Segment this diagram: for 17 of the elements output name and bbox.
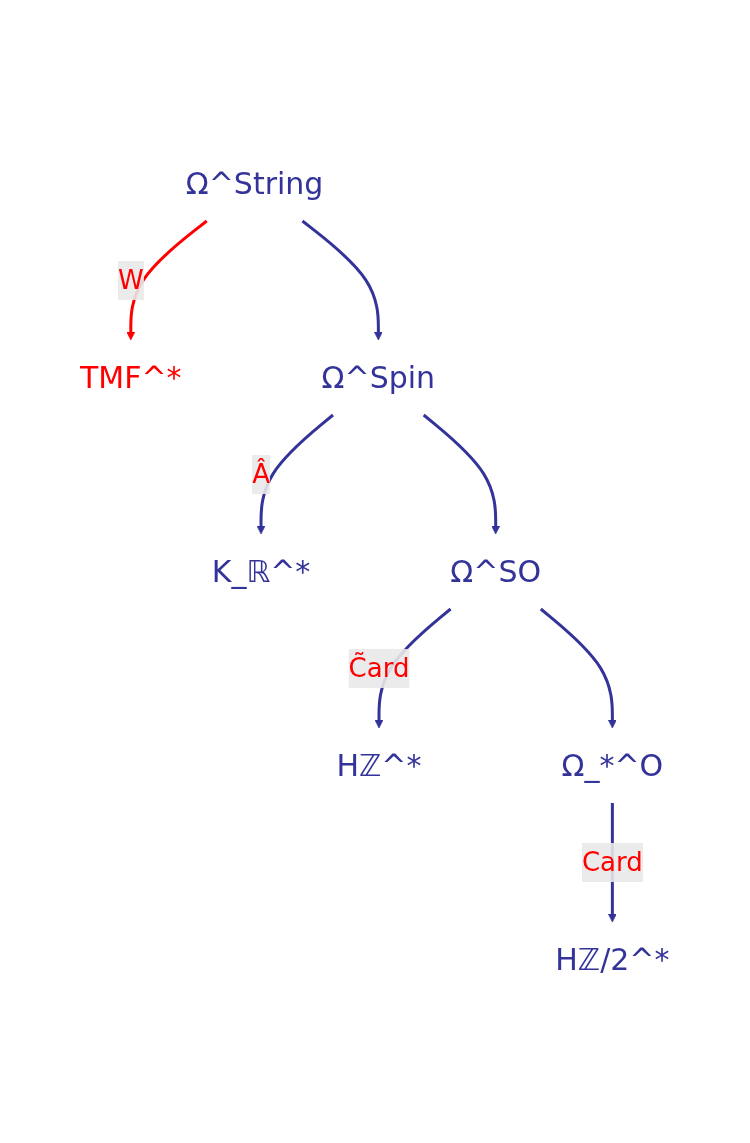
node-text: K_ℝ^* (212, 554, 311, 589)
node-text: Ω^SO (450, 554, 542, 589)
arrow (540, 607, 617, 729)
node-text: Ω^Spin (321, 360, 436, 395)
node-text: Ω_*^O (561, 748, 664, 783)
node-text: Hℤ/2^* (555, 942, 670, 977)
arrow (126, 219, 208, 341)
arrow (423, 413, 501, 535)
edge-label: Card (582, 847, 644, 877)
node-text: Hℤ^* (336, 748, 422, 783)
arrow (301, 219, 383, 341)
edge-label: W (118, 265, 144, 295)
node-text: TMF^* (80, 360, 182, 395)
edge-label: Â (252, 459, 271, 489)
node-text: Ω^String (186, 166, 324, 201)
edge-label: C̃ard (348, 653, 410, 683)
arrow (256, 413, 335, 535)
